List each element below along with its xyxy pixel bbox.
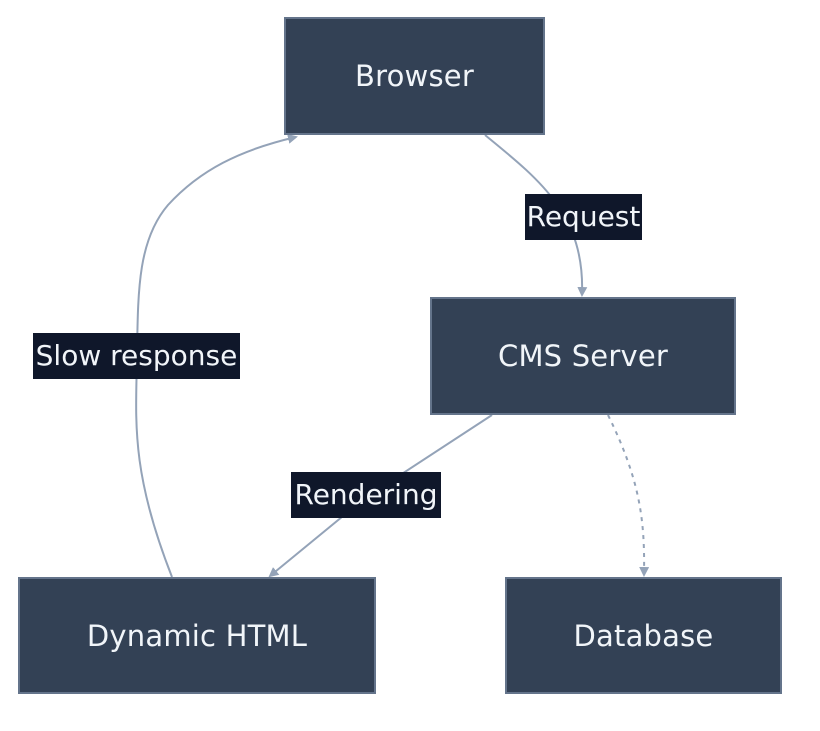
request-edge-label: Request xyxy=(525,194,642,240)
database-node: Database xyxy=(505,577,782,694)
dynamic-html-node: Dynamic HTML xyxy=(18,577,376,694)
cms-server-node: CMS Server xyxy=(430,297,736,415)
edge-slow-response-line xyxy=(135,133,298,578)
slow-response-edge-label: Slow response xyxy=(33,333,240,379)
edge-database-line xyxy=(607,414,650,577)
rendering-edge-label: Rendering xyxy=(291,472,441,518)
browser-node: Browser xyxy=(284,17,545,135)
